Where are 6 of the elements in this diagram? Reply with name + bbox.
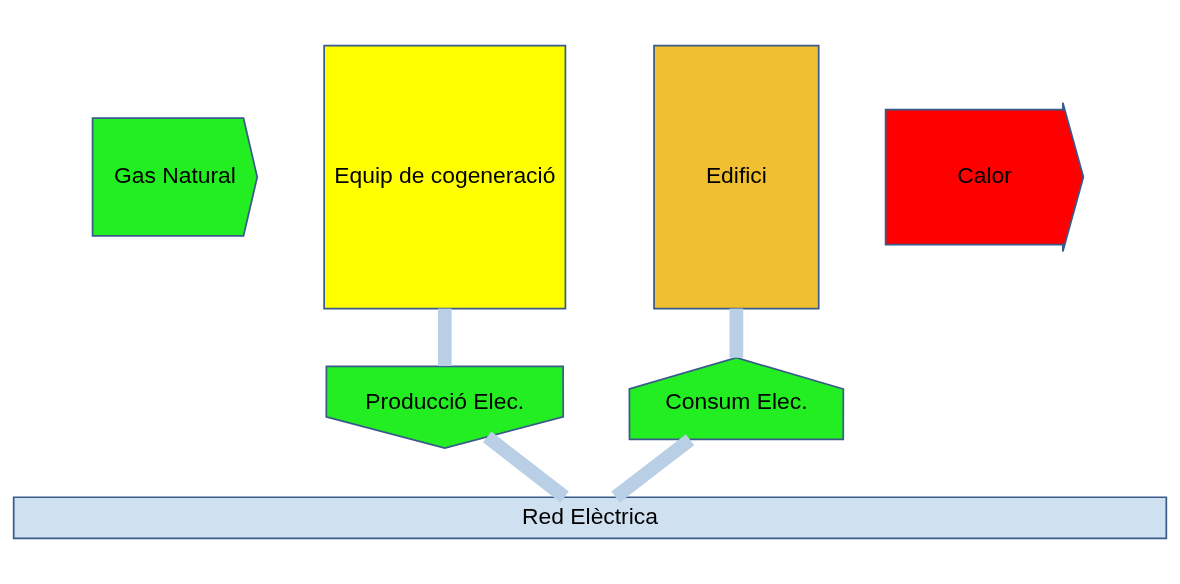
- connector: [482, 431, 569, 503]
- node-box: Red Elèctrica: [12, 496, 1168, 540]
- node-box: Equip de cogeneració: [323, 44, 567, 310]
- connector: [729, 308, 744, 358]
- connector: [437, 308, 452, 366]
- node-box: Edifici: [653, 44, 820, 310]
